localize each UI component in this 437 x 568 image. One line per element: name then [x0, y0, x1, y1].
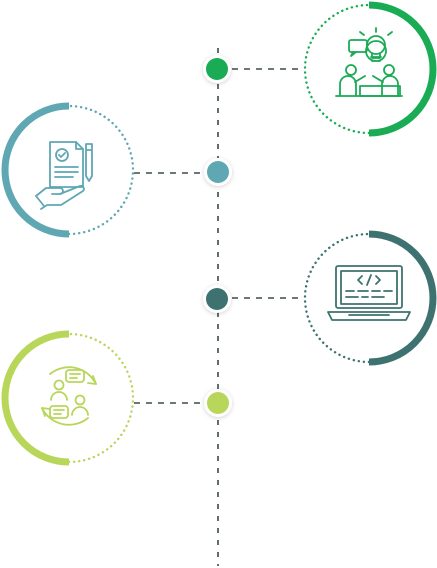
signed-document-hand-icon	[35, 141, 93, 210]
node-collaboration	[204, 389, 232, 417]
ring-requirements	[1, 102, 135, 238]
brainstorm-lightbulb-icon	[335, 27, 403, 97]
node-requirements	[204, 158, 232, 186]
ring-ideation	[303, 1, 437, 137]
people-chat-cycle-icon	[41, 366, 97, 426]
node-development	[203, 285, 231, 313]
laptop-code-icon	[327, 265, 411, 321]
node-ideation	[203, 55, 231, 83]
ring-collaboration	[1, 330, 135, 466]
ring-development	[303, 230, 437, 366]
